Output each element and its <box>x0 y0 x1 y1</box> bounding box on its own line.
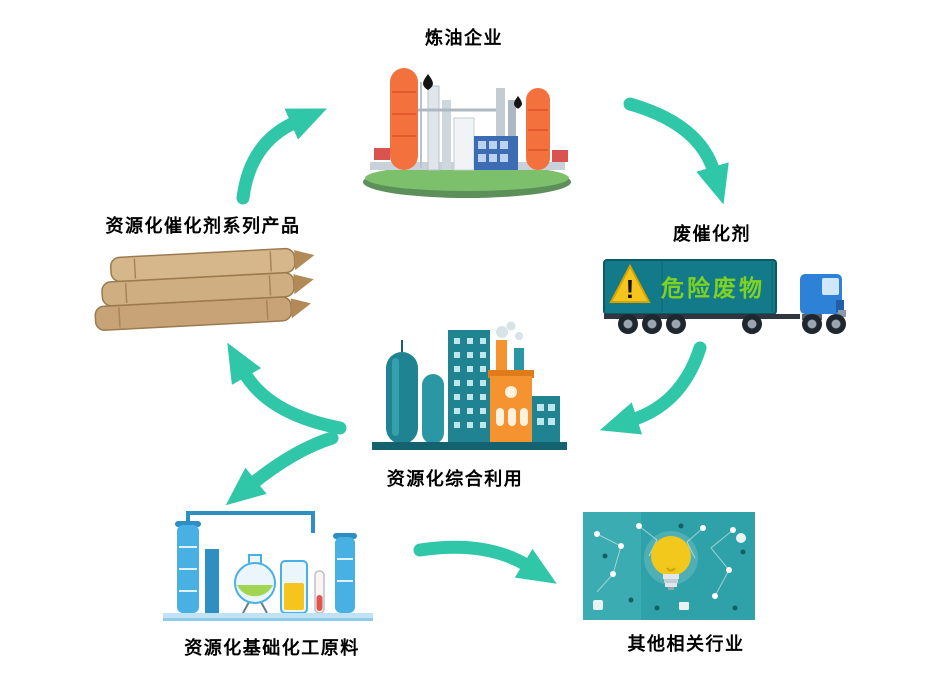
doc-icon <box>593 600 603 610</box>
lightbulb-icon <box>644 531 698 590</box>
blue-building <box>474 136 518 170</box>
hazardous-waste-truck-illustration: ! 危险废物 <box>602 252 852 342</box>
bag-top <box>110 247 315 283</box>
oil-drop-icon <box>514 96 522 109</box>
reaction-flask <box>234 554 276 614</box>
side-building <box>532 396 560 444</box>
gear-icon <box>736 533 746 543</box>
label-catalyst-products: 资源化催化剂系列产品 <box>105 216 301 236</box>
column-right <box>333 533 357 613</box>
hazard-triangle-icon: ! <box>609 263 651 304</box>
smoke-puffs <box>496 321 523 340</box>
label-other-industries: 其他相关行业 <box>627 634 745 654</box>
catalyst-product-bags-illustration <box>88 243 318 333</box>
overhead-pipe <box>186 511 315 533</box>
arrow-utilization-to-basic-chemicals <box>225 431 339 506</box>
ideas-panel-light-band <box>583 512 641 620</box>
truck-wheels <box>618 314 846 334</box>
factory-ground <box>372 442 567 450</box>
chart-icon <box>679 602 689 610</box>
truck-container-text: 危险废物 <box>661 275 765 301</box>
chimneys <box>496 88 516 136</box>
network-lines <box>596 525 734 597</box>
hazard-exclamation: ! <box>626 274 635 304</box>
gray-columns <box>427 85 451 171</box>
chimney-teal <box>514 348 524 376</box>
utilization-factory-illustration <box>372 312 567 457</box>
column-small <box>205 549 219 613</box>
orange-building <box>488 370 534 444</box>
red-unit-right <box>552 150 568 162</box>
tall-building <box>448 330 490 444</box>
truck-chassis <box>604 314 800 319</box>
platform-shadow <box>163 618 373 621</box>
label-spent-catalyst: 废催化剂 <box>673 224 751 244</box>
refinery-illustration <box>350 52 585 202</box>
white-tank <box>453 117 475 171</box>
oil-drop-icon <box>423 74 433 90</box>
arrow-spent-catalyst-to-utilization <box>599 341 707 435</box>
bag-middle <box>101 271 314 307</box>
storage-tank-small <box>422 374 444 444</box>
label-utilization: 资源化综合利用 <box>386 469 524 489</box>
network-dots <box>594 523 736 599</box>
bag-bottom <box>94 296 311 331</box>
arrow-basic-chemicals-to-other-industries <box>413 540 557 584</box>
chimney-orange <box>496 340 507 376</box>
arrow-products-to-refinery <box>236 108 327 205</box>
network-dots-dark <box>602 523 746 611</box>
column-left <box>175 521 201 613</box>
label-refinery: 炼油企业 <box>425 28 503 48</box>
red-unit-left <box>374 148 390 160</box>
yellow-vessel <box>280 560 308 614</box>
arrow-utilization-to-products <box>227 342 347 435</box>
platform-base <box>163 613 373 618</box>
arrow-refinery-to-spent-catalyst <box>623 97 729 205</box>
storage-tank-large <box>386 340 418 444</box>
distillation-tower-right <box>526 88 550 170</box>
island-grass <box>365 165 569 191</box>
truck-cab <box>800 274 846 320</box>
label-basic-chemicals: 资源化基础化工原料 <box>184 638 360 658</box>
distillation-tower-left <box>390 68 422 170</box>
test-tube <box>314 570 325 614</box>
chemical-plant-illustration <box>163 503 373 625</box>
other-industries-illustration <box>583 512 755 620</box>
